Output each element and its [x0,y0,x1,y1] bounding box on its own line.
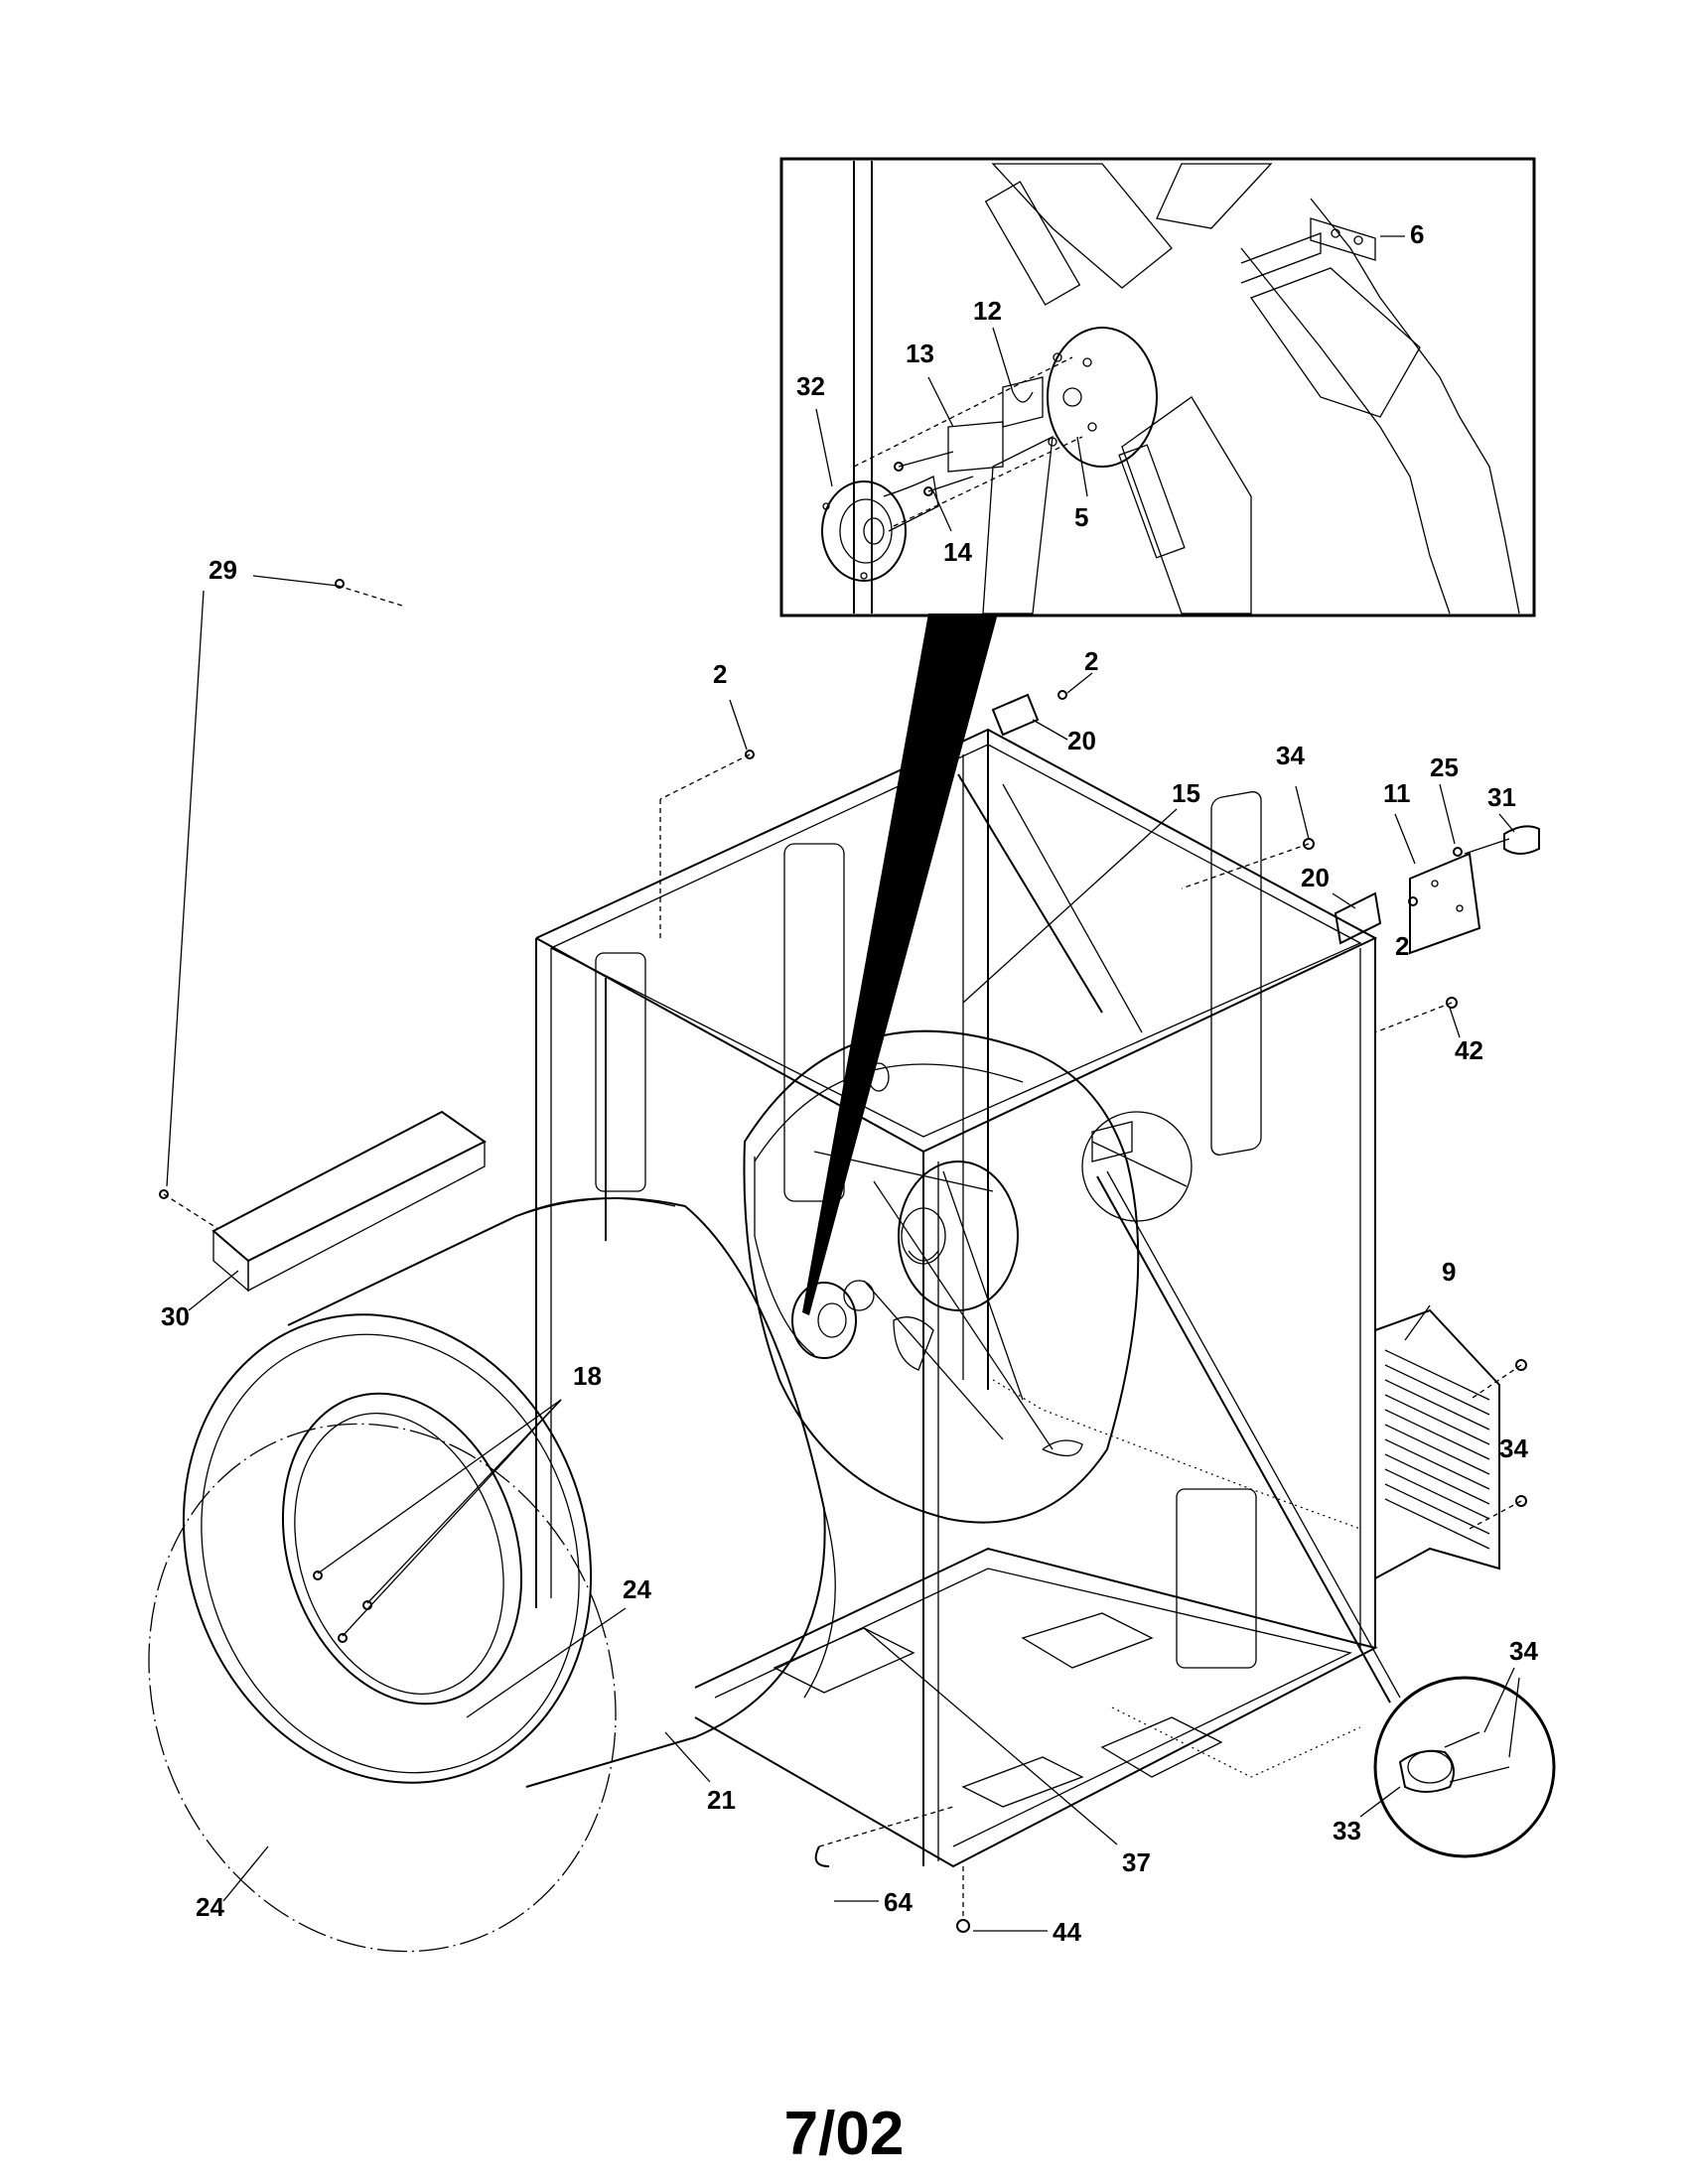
label-13: 13 [906,339,934,368]
thermostat-inset [1096,1170,1556,1858]
label-29: 29 [209,555,237,585]
label-34-exhaust: 34 [1499,1433,1528,1463]
part-31-knob [1464,825,1540,855]
label-2-bracket: 2 [1395,931,1409,961]
label-42: 42 [1455,1035,1483,1065]
leader-lines [166,575,1520,1932]
part-labels: 2 2 2 5 6 9 11 12 13 14 15 18 20 20 21 2… [161,219,1538,1947]
cabinet-frame [535,728,1378,1868]
label-24-inner: 24 [623,1574,651,1604]
detail-callout-cone [802,614,998,1315]
rear-bulkhead [743,1029,1193,1524]
label-34-top: 34 [1276,741,1305,770]
label-12: 12 [973,296,1002,326]
label-33: 33 [1333,1816,1361,1845]
label-44: 44 [1053,1917,1081,1947]
exhaust-cover [1374,1308,1500,1580]
label-15: 15 [1172,778,1200,808]
label-24-ring: 24 [196,1892,224,1922]
label-20-top: 20 [1067,726,1096,755]
label-34-thermostat: 34 [1509,1636,1538,1666]
label-9: 9 [1442,1257,1456,1287]
label-25: 25 [1430,752,1459,782]
label-21: 21 [707,1785,736,1815]
label-18: 18 [573,1361,602,1391]
drum [148,1197,836,1953]
fasteners [159,579,1527,1933]
brackets-20 [991,693,1382,945]
label-2-top-left: 2 [713,659,727,689]
label-2-top-right: 2 [1084,646,1098,676]
label-6: 6 [1410,219,1424,249]
label-30: 30 [161,1301,190,1331]
label-14: 14 [943,537,972,567]
label-20-right: 20 [1301,863,1330,892]
label-32: 32 [796,371,825,401]
bracket-11 [1409,852,1481,955]
front-panel-30 [211,585,487,1293]
detail-inset [779,157,1536,617]
footer-date: 7/02 [784,2100,905,2168]
label-64: 64 [884,1887,913,1917]
label-31: 31 [1487,782,1516,812]
label-5: 5 [1074,502,1088,532]
label-11: 11 [1383,778,1411,808]
label-37: 37 [1122,1847,1151,1877]
